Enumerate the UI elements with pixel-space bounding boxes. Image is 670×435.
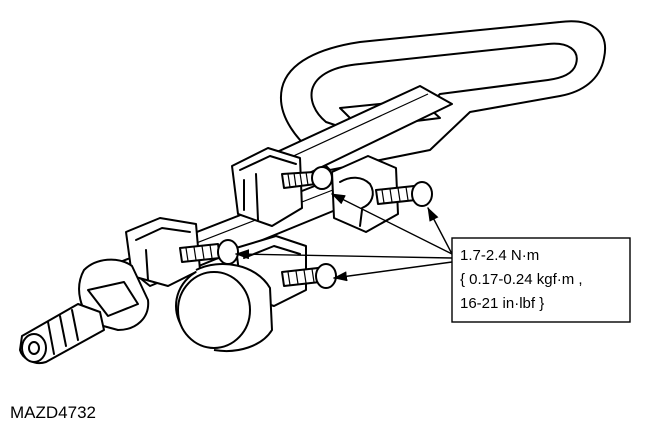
leader-arrows bbox=[235, 193, 453, 282]
round-cap bbox=[175, 263, 273, 352]
bolt-middle bbox=[179, 239, 239, 265]
torque-value-nm: 1.7-2.4 N·m bbox=[460, 247, 539, 264]
clamp-upper-right bbox=[331, 155, 399, 233]
bolt-lower bbox=[281, 263, 337, 289]
torque-value-kgfm: { 0.17-0.24 kgf·m , bbox=[460, 271, 583, 288]
figure-id: MAZD4732 bbox=[10, 403, 96, 422]
service-fitting bbox=[19, 258, 150, 364]
torque-callout: 1.7-2.4 N·m { 0.17-0.24 kgf·m , 16-21 in… bbox=[451, 237, 631, 323]
bolt-upper-right bbox=[375, 181, 433, 207]
clamp-upper-left bbox=[231, 147, 303, 227]
torque-value-inlbf: 16-21 in·lbf } bbox=[460, 295, 544, 312]
bolt-upper-left bbox=[281, 166, 333, 190]
